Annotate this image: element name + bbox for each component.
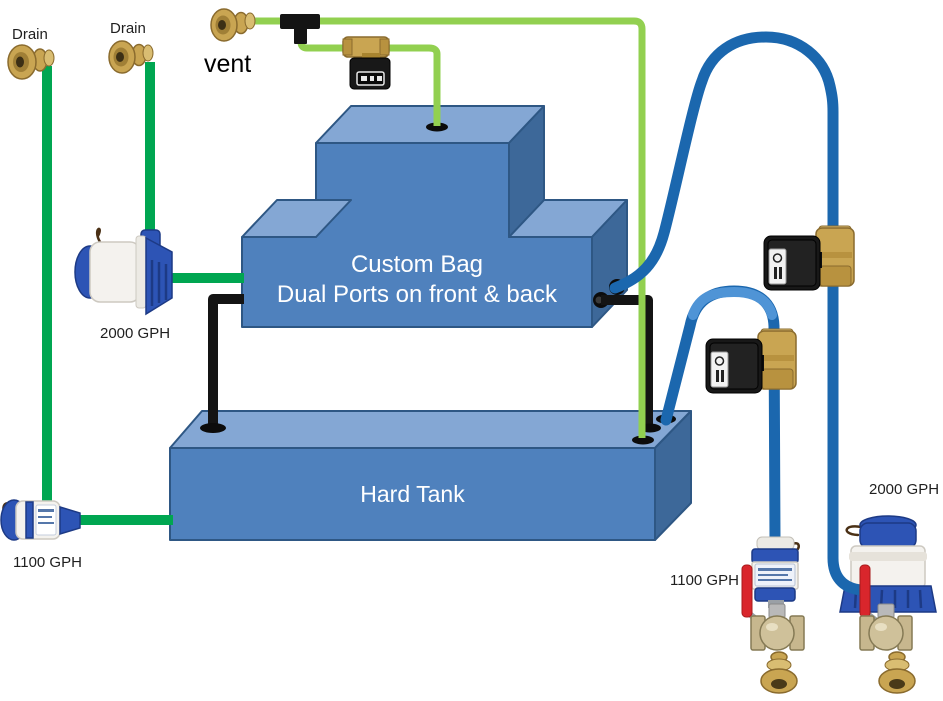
bag-top-step-side <box>508 105 545 238</box>
valve-highlight <box>766 623 778 631</box>
pipe-run <box>208 294 244 426</box>
tee-bar <box>280 14 320 29</box>
bag-fill-hose <box>609 31 867 596</box>
valve-label-logo <box>714 356 725 366</box>
pump-label <box>35 504 57 536</box>
vent-line-to-tank <box>312 17 646 438</box>
valve-red-handle <box>741 564 753 618</box>
drain-thruhull-1 <box>7 44 55 80</box>
pump-left-1100 <box>0 499 81 541</box>
pump-label-marks <box>38 509 54 524</box>
pump-left-2000-label: 2000 GPH <box>100 325 171 342</box>
pump-base <box>754 587 796 602</box>
pipe-flange <box>200 423 226 433</box>
bag-to-tank-pipe-left <box>200 294 244 433</box>
pump-flange <box>849 552 927 561</box>
pump-wire <box>95 227 102 244</box>
tank-top-face <box>169 410 692 449</box>
pump-collar <box>25 501 34 539</box>
pump-left-1100-label: 1100 GPH <box>13 554 82 571</box>
bag-fill-solenoid-valve <box>763 225 855 291</box>
drain-label-1: Drain <box>12 26 48 43</box>
thruhull-stem-tip <box>43 49 55 67</box>
pump-upper-body <box>859 522 917 549</box>
bag-shoulder-left-top <box>241 199 352 238</box>
intake-thruhull-right <box>878 651 916 694</box>
thruhull-hole <box>218 20 226 30</box>
thruhull-stem-tip <box>142 44 154 62</box>
pump-strainer-slots <box>150 260 168 306</box>
intake-thruhull-left <box>760 651 798 694</box>
bag-top-vent-port <box>426 122 448 132</box>
custom-bag-subtitle: Dual Ports on front & back <box>276 281 558 308</box>
valve-red-handle <box>859 564 871 618</box>
valve-highlight <box>875 623 887 631</box>
valve-collar <box>362 53 380 60</box>
valve-label-logo <box>772 253 783 263</box>
thruhull-hole <box>771 679 787 689</box>
vent-tee-fitting <box>280 14 320 44</box>
seacock-valve-left <box>741 564 805 651</box>
bag-side-port-lower-hole <box>595 296 603 304</box>
pump-flange <box>135 235 147 309</box>
pump-right-1100-label: 1100 GPH <box>670 572 739 589</box>
valve-badge-marks <box>361 76 382 81</box>
valve-neck-band <box>818 252 852 258</box>
valve-hex-bottom <box>819 265 852 287</box>
valve-hex-bottom <box>761 368 794 390</box>
tank-front-face <box>169 447 656 541</box>
valve-hex-right <box>379 38 390 56</box>
valve-ball-body <box>759 615 795 651</box>
valve-hex-left <box>342 38 353 56</box>
valve-ball-body <box>868 615 904 651</box>
pump-cap <box>756 536 795 551</box>
drain-thruhull-2 <box>108 40 154 74</box>
pump-body <box>89 241 141 303</box>
pump-collar <box>751 548 799 564</box>
pump-right-2000 <box>839 515 937 613</box>
vent-solenoid-valve <box>342 36 391 90</box>
thruhull-hole <box>116 52 124 62</box>
valve-label-marks <box>716 370 724 382</box>
valve-neck-band <box>760 355 794 361</box>
pump-left-2000 <box>74 227 173 316</box>
custom-bag-label: Custom Bag Dual Ports on front & back <box>242 250 592 310</box>
vent-label: vent <box>204 50 252 78</box>
vent-thruhull <box>210 8 256 42</box>
tank-fill-solenoid-valve <box>705 328 797 394</box>
hard-tank <box>169 410 692 541</box>
thruhull-hole <box>16 56 24 68</box>
thruhull-stem-tip <box>244 12 256 30</box>
tank-fill-hose-arch-light <box>688 287 777 320</box>
pump-label-marks <box>758 568 792 581</box>
thruhull-hole <box>889 679 905 689</box>
hard-tank-label: Hard Tank <box>360 481 465 507</box>
tank-top-vent-port <box>632 435 654 445</box>
ballast-hoses <box>609 31 867 596</box>
valve-label-marks <box>774 267 782 279</box>
seacock-valve-right <box>859 564 913 651</box>
pipe-run <box>601 295 653 426</box>
pump-outlet <box>59 505 81 536</box>
pump-right-1100 <box>751 536 800 608</box>
drain-label-2: Drain <box>110 20 146 37</box>
pump-right-2000-label: 2000 GPH <box>869 481 940 498</box>
custom-bag-title: Custom Bag <box>350 251 484 278</box>
tee-stem <box>294 27 307 44</box>
drain-hoses <box>42 62 244 525</box>
